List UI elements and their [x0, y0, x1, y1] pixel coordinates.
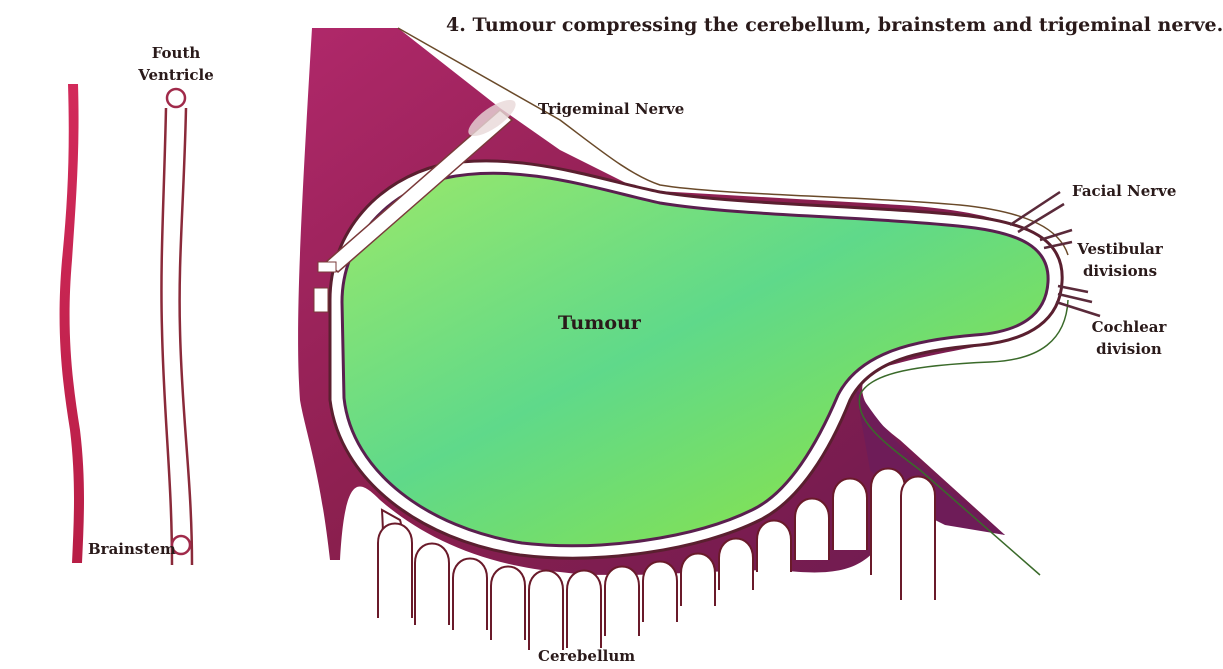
trigeminal-nerve-highlight: [468, 99, 516, 137]
cerebellum-folium: [832, 477, 868, 550]
cerebellum-folium: [870, 467, 906, 575]
fourth-ventricle-label-line2: Ventricle: [138, 66, 214, 84]
cochlear-nerve-branches: [1055, 284, 1101, 318]
cochlear-label-line2: division: [1096, 340, 1162, 358]
ventricle-tube-left-wall: [160, 107, 174, 566]
cochlear-division-label: Cochlear division: [1084, 316, 1174, 360]
cerebellum-folium: [377, 522, 413, 618]
facial-nerve-label: Facial Nerve: [1072, 182, 1177, 200]
cerebellum-folium: [642, 560, 678, 622]
cerebellum-folia-group: [377, 467, 936, 650]
vestibular-label-line2: divisions: [1082, 262, 1158, 280]
vestibular-label-line1: Vestibular: [1077, 240, 1163, 258]
brainstem-notch-lower: [313, 287, 329, 313]
cerebellum-folium: [604, 565, 640, 636]
ventricle-tube-right-wall: [178, 107, 194, 566]
facial-nerve-branches: [1009, 190, 1065, 234]
tumour-label: Tumour: [558, 312, 641, 334]
tumour-mass: [340, 171, 1050, 548]
cerebellum-folium: [794, 497, 830, 560]
fourth-ventricle-circle-icon: [165, 87, 187, 109]
cerebellum-folium: [528, 569, 564, 650]
vestibular-divisions-label: Vestibular divisions: [1072, 238, 1168, 282]
cochlear-label-line1: Cochlear: [1091, 318, 1167, 336]
fourth-ventricle-label: Fouth Ventricle: [134, 42, 218, 86]
brainstem-circle-icon: [170, 534, 192, 556]
brainstem-label: Brainstem: [88, 540, 176, 558]
cerebellum-folium: [680, 552, 716, 606]
vestibular-nerve-branches: [1039, 228, 1073, 250]
fourth-ventricle-label-line1: Fouth: [151, 44, 201, 62]
diagram-canvas: [59, 27, 1101, 650]
envelope-top-line: [397, 27, 1069, 256]
cerebellum-folium: [452, 557, 488, 630]
cerebellum-folium: [756, 519, 792, 572]
cerebellum-folium: [490, 565, 526, 640]
cerebellum-folium: [900, 475, 936, 600]
envelope-bottom-right-line: [858, 299, 1069, 576]
cerebellum-folium: [414, 542, 450, 625]
brainstem-notch-upper: [317, 261, 337, 273]
cerebellum-label: Cerebellum: [538, 647, 636, 665]
page-title: 4. Tumour compressing the cerebellum, br…: [446, 14, 1223, 36]
cerebellum-folium: [566, 569, 602, 648]
trigeminal-nerve-label: Trigeminal Nerve: [538, 100, 685, 118]
brainstem-strip-left: [59, 84, 84, 563]
cerebellum-folium: [718, 537, 754, 590]
